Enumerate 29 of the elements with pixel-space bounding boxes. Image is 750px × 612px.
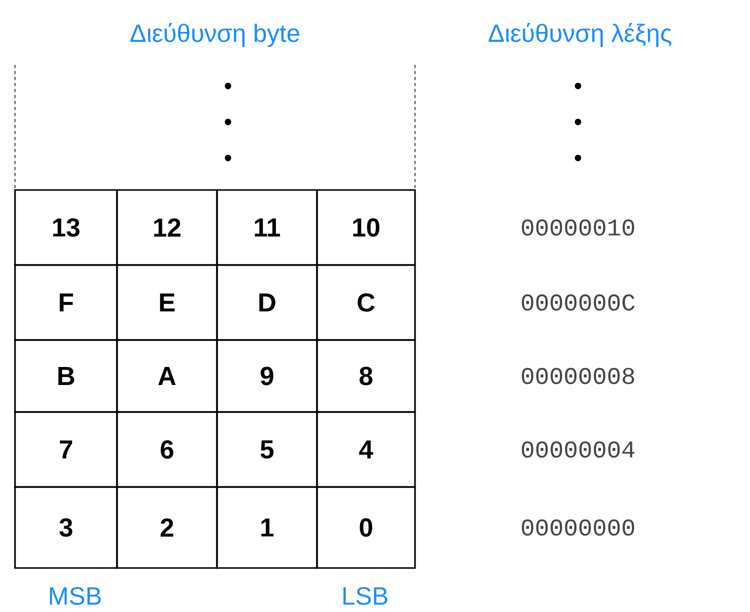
table-cell: 4 [316,411,416,488]
table-cell: D [216,264,318,341]
table-cell: C [316,264,416,341]
column-header: Διεύθυνση λέξης [488,23,672,47]
table-cell: 10 [316,189,416,266]
table-cell: 2 [116,486,218,569]
table-cell: 0 [316,486,416,569]
table-cell: A [116,339,218,413]
table-cell: 6 [116,411,218,488]
table-cell: 9 [216,339,318,413]
table-cell: 3 [14,486,118,569]
word-address: 00000010 [522,219,634,236]
word-address: 0000000C [522,294,635,311]
table-cell: B [14,339,118,413]
bit-label: LSB [343,587,388,605]
table-cell: E [116,264,218,341]
table-cell: 1 [216,486,318,569]
column-header: Διεύθυνση byte [130,22,300,47]
bit-label: MSB [50,587,101,605]
table-cell: 8 [316,339,416,413]
word-address: 00000000 [522,519,634,536]
table-cell: 11 [216,189,318,266]
table-cell: F [14,264,118,341]
table-cell: 12 [116,189,218,266]
table-cell: 7 [14,411,118,488]
table-cell: 5 [216,411,318,488]
word-address: 00000004 [522,441,634,458]
table-cell: 13 [14,189,118,266]
word-address: 00000008 [522,368,634,384]
